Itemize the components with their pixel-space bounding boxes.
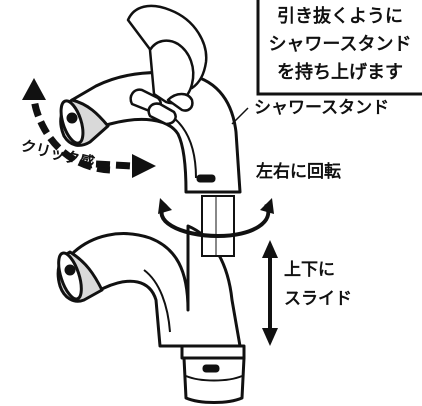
callout-line-1: 引き抜くように [277,5,403,27]
leader-line [231,107,249,125]
label-shower-stand: シャワースタンド [254,98,389,118]
lift-arrow [22,78,156,178]
callout-box: 引き抜くように シャワースタンド を持ち上げます [256,0,422,96]
hand [126,4,208,126]
label-slide-2: スライド [284,289,352,309]
label-rotate: 左右に回転 [256,161,341,182]
upper-faucet [59,71,242,194]
callout-line-3: を持ち上げます [277,61,403,83]
callout-line-2: シャワースタンド [268,34,411,55]
lower-faucet [56,224,246,404]
slide-arrow [262,240,278,346]
rotation-arrow [158,198,274,239]
slide-rod [201,195,235,257]
label-slide-1: 上下に [284,260,335,280]
